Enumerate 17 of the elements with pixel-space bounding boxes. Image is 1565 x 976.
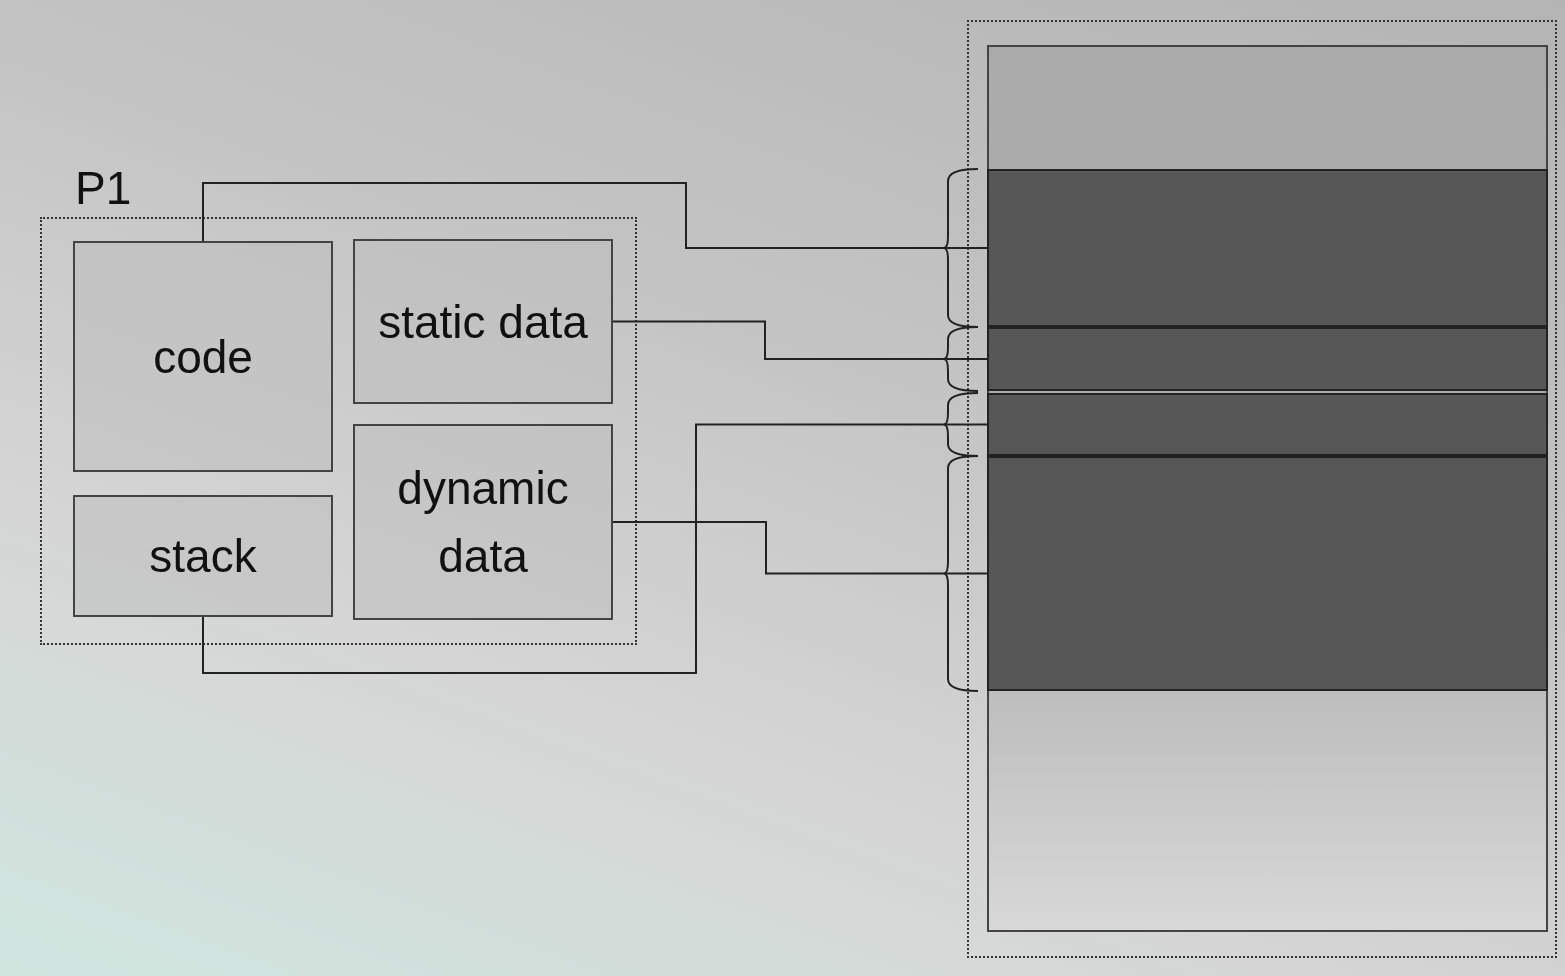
connector-line [612,521,988,575]
box-label: stack [148,529,258,584]
connector-line [612,320,988,360]
segment-box [73,495,333,617]
memory-segment [987,456,1548,691]
memory-segment [987,393,1548,456]
connector-line [202,423,988,674]
connector-line [202,182,988,249]
box-label: static data [377,294,589,350]
memory-segment [987,327,1548,391]
segment-box [353,239,613,404]
process-label: P1 [75,161,132,215]
segment-box [353,424,613,620]
box-label: code [152,329,254,385]
memory-segment [987,169,1548,327]
box-label: dynamic data [396,461,570,584]
segment-box [73,241,333,472]
